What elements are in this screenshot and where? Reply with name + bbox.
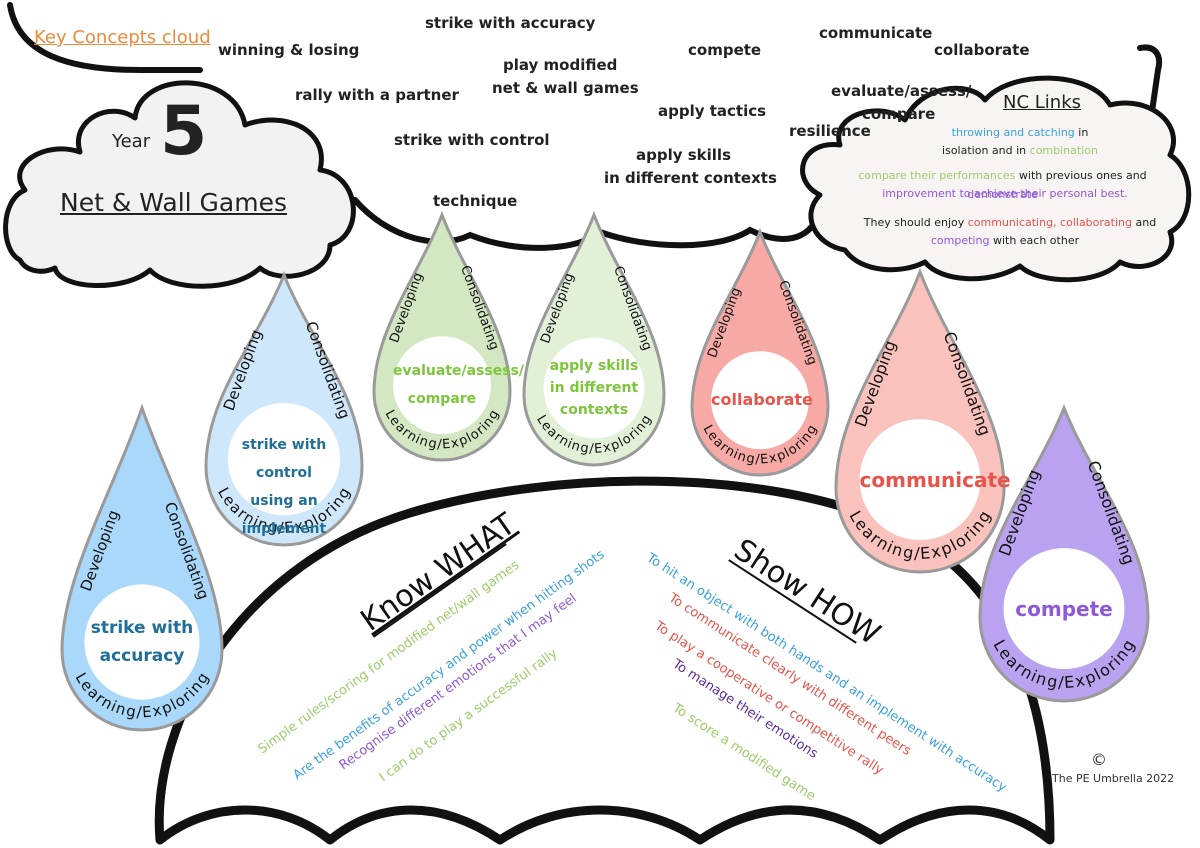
raindrop-text-line: accuracy (99, 646, 185, 666)
raindrop-text-line: compete (1015, 596, 1113, 621)
nc-line: competing with each other (930, 234, 1080, 247)
nc-line: compare their performances with previous… (858, 169, 1147, 201)
credit-text: The PE Umbrella 2022 (1052, 772, 1175, 785)
raindrop-text-line: strike with (90, 618, 194, 638)
nc-links-title: NC Links (1003, 92, 1081, 113)
raindrop-text-line: communicate (859, 467, 1011, 492)
title-cloud (3, 80, 356, 289)
year-number: 5 (160, 92, 208, 171)
raindrop-text: collaborate (711, 387, 813, 413)
raindrop-text-line: collaborate (711, 390, 813, 410)
raindrop-center (393, 336, 491, 435)
key-concept-word: strike with control (394, 131, 550, 149)
key-concept-word: in different contexts (604, 169, 777, 187)
raindrop-text-line: using an implement (241, 493, 327, 538)
raindrop-text: compete (1004, 596, 1125, 622)
raindrop-text-line: compare (407, 391, 477, 408)
raindrop-text-line: contexts (559, 402, 629, 418)
raindrop-text-line: apply skills (549, 358, 639, 374)
raindrop-text-line: in different (549, 380, 639, 396)
year-label: Year (112, 131, 151, 152)
key-concept-word: apply tactics (658, 102, 767, 120)
nc-cloud (800, 75, 1192, 283)
copyright-symbol: © (1091, 750, 1107, 769)
key-concepts-title: Key Concepts cloud (34, 27, 211, 48)
key-concept-word: compete (688, 41, 762, 59)
nc-line: improvement to achieve their personal be… (882, 187, 1128, 200)
umbrella-canopy (154, 476, 1055, 845)
key-concept-word: resilience (789, 122, 871, 140)
raindrop-center (227, 403, 341, 516)
unit-title: Net & Wall Games (60, 188, 288, 217)
raindrop-center (1003, 548, 1125, 670)
key-concept-word: apply skills (636, 146, 731, 164)
key-concept-word: strike with accuracy (425, 14, 596, 32)
raindrop-text: strike with control using an implement (228, 431, 340, 543)
raindrop-text-line: evaluate/assess/ (393, 363, 525, 380)
key-concept-word: winning & losing (218, 41, 360, 59)
nc-line: isolation and in combination (942, 144, 1098, 157)
key-concept-word: technique (433, 192, 518, 210)
raindrop-center (859, 419, 981, 541)
key-concept-word: compare (862, 105, 936, 123)
key-concept-word: net & wall games (492, 79, 639, 97)
key-concept-word: collaborate (934, 41, 1030, 59)
key-concept-word: communicate (819, 24, 933, 42)
raindrop-text: evaluate/assess/compare (393, 357, 525, 413)
raindrop-text-line: strike with control (241, 437, 327, 482)
raindrop-text: communicate (859, 467, 1011, 493)
raindrop-center (84, 584, 200, 700)
raindrop-text: strike with accuracy (84, 614, 199, 670)
key-concept-word: play modified (503, 56, 618, 74)
raindrop-center (711, 351, 809, 450)
key-concept-word: rally with a partner (295, 86, 459, 104)
raindrop-center (543, 337, 645, 439)
raindrop-text: apply skills in different contexts (544, 355, 645, 421)
key-concept-word: evaluate/assess/ (831, 82, 972, 100)
nc-line: They should enjoy communicating, collabo… (863, 216, 1157, 229)
nc-line: throwing and catching in (951, 126, 1089, 139)
